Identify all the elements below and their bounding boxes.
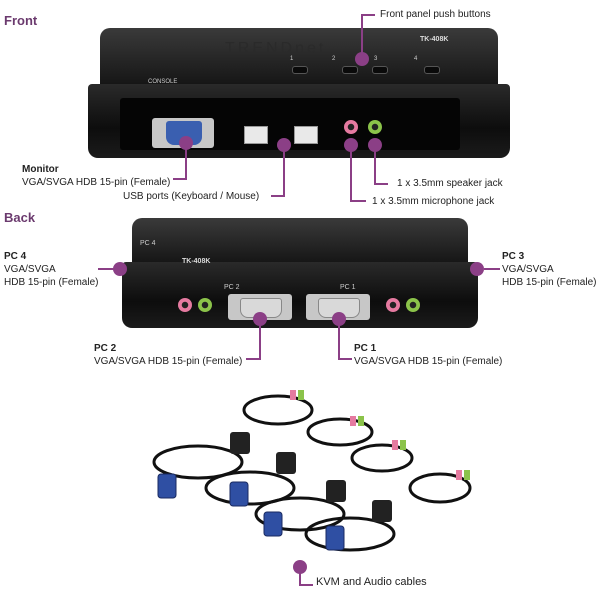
mic-label: 1 x 3.5mm microphone jack bbox=[372, 196, 495, 207]
pc2-title: PC 2 bbox=[94, 343, 117, 354]
audio-cable-2 bbox=[306, 417, 374, 447]
callout-line-cables-h bbox=[299, 584, 313, 586]
push-button-1[interactable] bbox=[292, 66, 308, 74]
monitor-title: Monitor bbox=[22, 164, 59, 175]
audio-cable-3 bbox=[350, 443, 414, 473]
kvm-cable-1 bbox=[152, 444, 244, 480]
push-button-3[interactable] bbox=[372, 66, 388, 74]
callout-dot-mic bbox=[344, 138, 358, 152]
callout-dot-pc4 bbox=[113, 262, 127, 276]
callout-line-pc1-h bbox=[338, 358, 352, 360]
callout-dot-cables bbox=[293, 560, 307, 574]
callout-dot-speaker bbox=[368, 138, 382, 152]
callout-dot-pc1 bbox=[332, 312, 346, 326]
callout-dot-monitor bbox=[179, 136, 193, 150]
callout-line-pc2-h bbox=[246, 358, 261, 360]
vga-plug-1 bbox=[157, 473, 177, 499]
callout-line-monitor bbox=[185, 148, 187, 180]
push-button-4[interactable] bbox=[424, 66, 440, 74]
callout-line-speaker-h bbox=[374, 183, 388, 185]
callout-line-pc4 bbox=[98, 268, 114, 270]
button-3-number: 3 bbox=[374, 56, 378, 62]
callout-line-mic bbox=[350, 150, 352, 202]
back-section-title: Back bbox=[4, 210, 36, 225]
callout-dot-usb bbox=[277, 138, 291, 152]
console-label: CONSOLE bbox=[148, 79, 178, 85]
callout-line-usb-h bbox=[271, 195, 285, 197]
front-buttons-label: Front panel push buttons bbox=[380, 9, 491, 20]
audio-cable-1 bbox=[242, 394, 314, 426]
kvm-cable-2 bbox=[204, 470, 296, 506]
vga-plug-2 bbox=[229, 481, 249, 507]
cables-label: KVM and Audio cables bbox=[316, 576, 427, 588]
pc2-mic-jack[interactable] bbox=[178, 298, 192, 312]
back-pc1-label: PC 1 bbox=[340, 284, 356, 291]
kvm-cable-4 bbox=[304, 516, 396, 552]
back-device-top bbox=[132, 218, 468, 264]
pc4-title: PC 4 bbox=[4, 251, 27, 262]
callout-line-pc1 bbox=[338, 324, 340, 360]
back-pc2-label: PC 2 bbox=[224, 284, 240, 291]
brand-watermark: TRENDnet bbox=[225, 40, 327, 57]
callout-dot-pc2 bbox=[253, 312, 267, 326]
back-model-label: TK-408K bbox=[182, 258, 211, 265]
usb-port-mouse[interactable] bbox=[294, 126, 318, 144]
pc2-desc: VGA/SVGA HDB 15-pin (Female) bbox=[94, 356, 243, 367]
usb-label: USB ports (Keyboard / Mouse) bbox=[123, 191, 260, 202]
back-pc4-label: PC 4 bbox=[140, 240, 156, 247]
callout-line-mic-h bbox=[350, 200, 366, 202]
push-button-2[interactable] bbox=[342, 66, 358, 74]
kvm-cable-3 bbox=[254, 496, 346, 532]
speaker-jack-front[interactable] bbox=[368, 120, 382, 134]
callout-line-usb bbox=[283, 150, 285, 196]
callout-dot-pc3 bbox=[470, 262, 484, 276]
callout-line-pc3 bbox=[484, 268, 500, 270]
callout-line-pc2 bbox=[259, 324, 261, 360]
front-section-title: Front bbox=[4, 13, 38, 28]
pc1-title: PC 1 bbox=[354, 343, 377, 354]
callout-line-buttons-h bbox=[361, 14, 375, 16]
pc3-line1: VGA/SVGA bbox=[502, 264, 554, 275]
usb-port-keyboard[interactable] bbox=[244, 126, 268, 144]
button-2-number: 2 bbox=[332, 56, 336, 62]
audio-cable-4 bbox=[408, 472, 472, 504]
pc2-speaker-jack[interactable] bbox=[198, 298, 212, 312]
pc1-speaker-jack[interactable] bbox=[406, 298, 420, 312]
callout-line-monitor-h bbox=[173, 178, 187, 180]
vga-plug-3 bbox=[263, 511, 283, 537]
button-1-number: 1 bbox=[290, 56, 294, 62]
pc4-line1: VGA/SVGA bbox=[4, 264, 56, 275]
vga-plug-4 bbox=[325, 525, 345, 551]
model-label: TK-408K bbox=[420, 36, 449, 43]
mic-jack-front[interactable] bbox=[344, 120, 358, 134]
pc1-mic-jack[interactable] bbox=[386, 298, 400, 312]
back-device-body bbox=[122, 262, 478, 328]
front-device-top bbox=[100, 28, 498, 86]
callout-line-cables bbox=[299, 572, 301, 586]
pc3-title: PC 3 bbox=[502, 251, 525, 262]
pc4-line2: HDB 15-pin (Female) bbox=[4, 277, 99, 288]
callout-line-speaker bbox=[374, 150, 376, 184]
pc1-desc: VGA/SVGA HDB 15-pin (Female) bbox=[354, 356, 503, 367]
speaker-label: 1 x 3.5mm speaker jack bbox=[397, 178, 503, 189]
pc3-line2: HDB 15-pin (Female) bbox=[502, 277, 597, 288]
monitor-desc: VGA/SVGA HDB 15-pin (Female) bbox=[22, 177, 171, 188]
button-4-number: 4 bbox=[414, 56, 418, 62]
callout-dot-buttons bbox=[355, 52, 369, 66]
callout-line-buttons bbox=[361, 14, 363, 54]
